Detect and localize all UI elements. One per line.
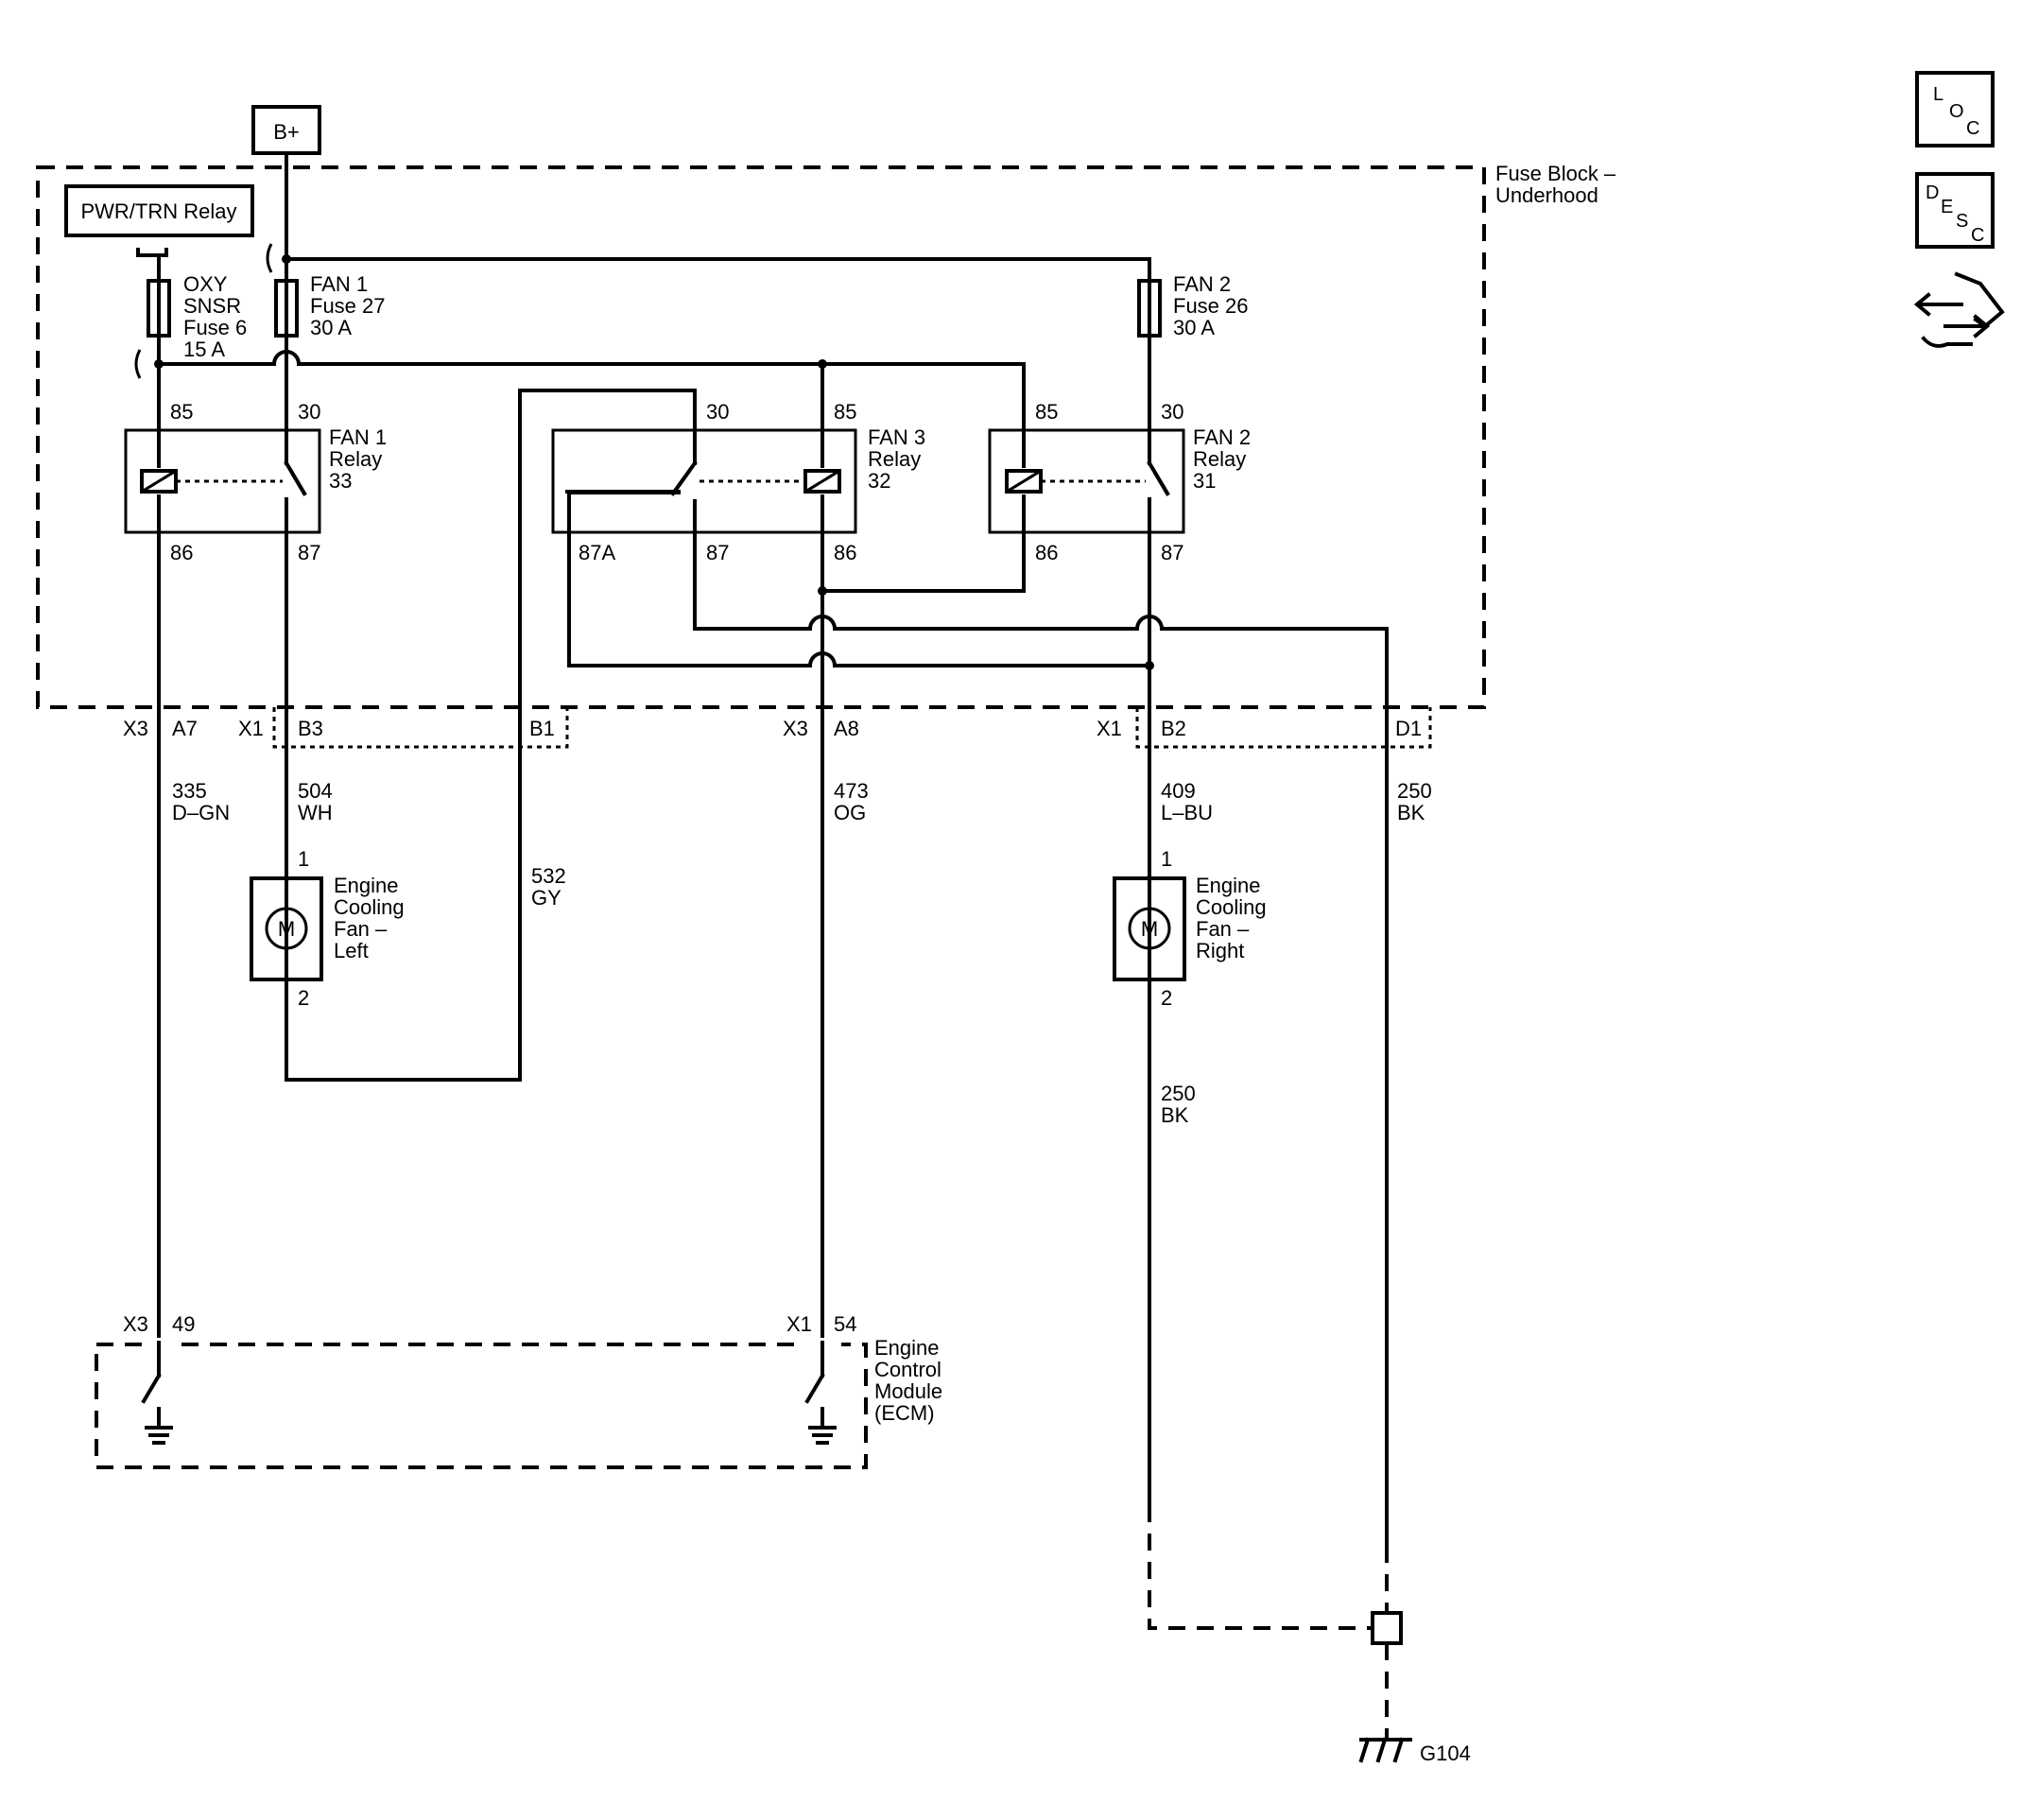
- fuse-fan1-label: FAN 1 Fuse 27 30 A: [310, 272, 391, 339]
- fan2-pin-85: 85: [1035, 400, 1058, 424]
- fan-right-name: Engine Cooling Fan – Right: [1196, 874, 1272, 962]
- loc-icon[interactable]: L O C: [1915, 71, 1995, 147]
- splice-points: [154, 254, 1154, 670]
- pwr-trn-relay-label: PWR/TRN Relay: [80, 199, 236, 223]
- fan-right-pin-2: 2: [1161, 986, 1172, 1010]
- fan-left-name: Engine Cooling Fan – Left: [334, 874, 410, 962]
- ecm-name: Engine Control Module (ECM): [874, 1336, 948, 1425]
- fan3-relay-name: FAN 3 Relay 32: [868, 425, 931, 493]
- ecm-pin-54: 54: [834, 1312, 856, 1336]
- fan1-pin-30: 30: [298, 400, 320, 424]
- ecm-conn-x3: X3: [123, 1312, 148, 1336]
- connector-x1-b2-d1: [1135, 707, 1432, 749]
- fan-left-pin-1: 1: [298, 847, 309, 871]
- fan1-relay: FAN 1 Relay 33 85 30 86 87: [124, 400, 392, 564]
- ecm-pin-49: 49: [172, 1312, 195, 1336]
- connector-x1-b3-b1: [272, 707, 569, 749]
- ground-g104-label: G104: [1420, 1742, 1471, 1765]
- desc-icon-c: C: [1971, 225, 1984, 246]
- fuse-block-label: Fuse Block – Underhood: [1495, 162, 1621, 207]
- conn-a8: A8: [834, 717, 859, 740]
- fan2-pin-30: 30: [1161, 400, 1183, 424]
- pwr-trn-relay: PWR/TRN Relay: [64, 184, 254, 237]
- fan3-pin-85: 85: [834, 400, 856, 424]
- fan-right-motor-symbol: M: [1141, 917, 1158, 941]
- engine-cooling-fan-left: M 1 2 Engine Cooling Fan – Left: [250, 847, 410, 1010]
- desc-icon-e: E: [1941, 197, 1953, 217]
- loc-icon-o: O: [1949, 101, 1964, 122]
- loc-icon-l: L: [1933, 84, 1943, 105]
- fuse-fan1: FAN 1 Fuse 27 30 A: [274, 272, 391, 339]
- connector-labels: X3 A7 X1 B3 B1 X3 A8 X1 B2 D1: [123, 717, 1422, 740]
- fan1-pin-85: 85: [170, 400, 193, 424]
- ecm-conn-x1: X1: [786, 1312, 812, 1336]
- desc-icon-s: S: [1956, 211, 1968, 232]
- fan2-pin-87: 87: [1161, 541, 1183, 564]
- desc-icon[interactable]: D E S C: [1915, 172, 1995, 249]
- desc-icon-d: D: [1926, 182, 1939, 203]
- wires: [134, 151, 1389, 1548]
- engine-cooling-fan-right: M 1 2 Engine Cooling Fan – Right: [1113, 847, 1272, 1010]
- connector-view-icon[interactable]: [1913, 271, 2005, 348]
- fuse-block-underhood: Fuse Block – Underhood: [36, 162, 1621, 709]
- fan1-pin-86: 86: [170, 541, 193, 564]
- fan2-relay-name: FAN 2 Relay 31: [1193, 425, 1256, 493]
- fan1-pin-87: 87: [298, 541, 320, 564]
- fuse-fan2: FAN 2 Fuse 26 30 A: [1137, 272, 1254, 339]
- conn-a7: A7: [172, 717, 198, 740]
- conn-b3: B3: [298, 717, 323, 740]
- fuse-oxy-label: OXY SNSR Fuse 6 15 A: [183, 272, 252, 361]
- fan3-pin-87: 87: [706, 541, 729, 564]
- conn-x1-left: X1: [238, 717, 264, 740]
- fan-left-motor-symbol: M: [278, 917, 295, 941]
- conn-d1: D1: [1395, 717, 1422, 740]
- fan-right-pin-1: 1: [1161, 847, 1172, 871]
- fan3-pin-87a: 87A: [579, 541, 615, 564]
- fan-left-pin-2: 2: [298, 986, 309, 1010]
- fuse-oxy-snsr: OXY SNSR Fuse 6 15 A: [147, 272, 252, 361]
- conn-x3-left: X3: [123, 717, 148, 740]
- fan3-pin-30: 30: [706, 400, 729, 424]
- conn-x3-mid: X3: [783, 717, 808, 740]
- fan3-relay: FAN 3 Relay 32 30 85 87A 87 86: [551, 400, 931, 564]
- fan2-relay: FAN 2 Relay 31 85 30 86 87: [988, 400, 1256, 564]
- battery-supply: B+: [251, 105, 321, 155]
- conn-x1-right: X1: [1097, 717, 1122, 740]
- engine-control-module: X3 49 X1 54 Engine Control Module (ECM): [95, 1312, 948, 1469]
- battery-supply-label: B+: [273, 120, 300, 144]
- loc-icon-c: C: [1966, 118, 1979, 139]
- conn-b2: B2: [1161, 717, 1186, 740]
- fan2-pin-86: 86: [1035, 541, 1058, 564]
- ground-g104: G104: [1148, 1505, 1471, 1765]
- fuse-fan2-label: FAN 2 Fuse 26 30 A: [1173, 272, 1254, 339]
- conn-b1: B1: [529, 717, 555, 740]
- fan3-pin-86: 86: [834, 541, 856, 564]
- fan1-relay-name: FAN 1 Relay 33: [329, 425, 392, 493]
